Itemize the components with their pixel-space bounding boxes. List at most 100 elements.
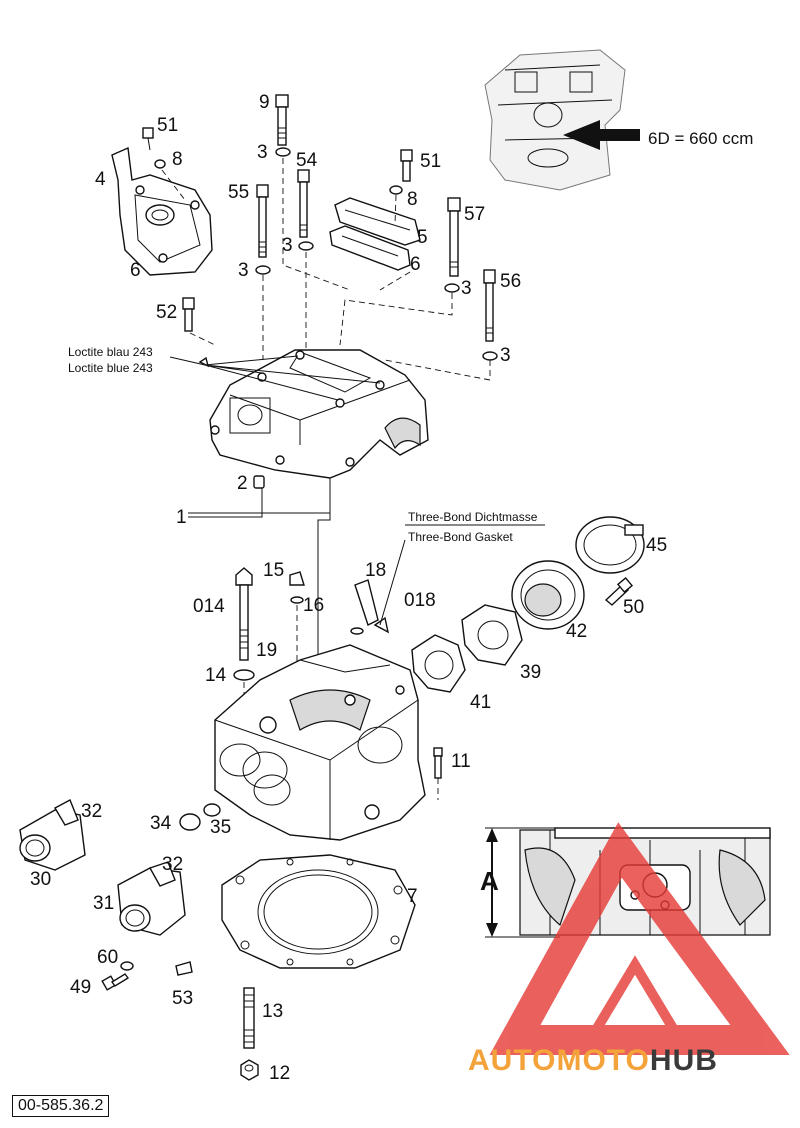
label-6b: 6 [410, 254, 421, 275]
label-6a: 6 [130, 260, 141, 281]
part-30-exhaust-flange [19, 809, 86, 871]
part-16-oring [290, 596, 304, 604]
part-42-rubber-flange [511, 560, 585, 630]
label-45: 45 [646, 535, 667, 556]
label-014: 014 [193, 596, 225, 617]
cylinder-head [214, 644, 426, 841]
brand-watermark: AUTOMOTOHUB [468, 1044, 718, 1078]
label-42: 42 [566, 621, 587, 642]
part-57-bolt [447, 197, 461, 277]
part-3-washer-d [444, 283, 460, 293]
label-14: 14 [205, 665, 227, 686]
part-34-plug [179, 813, 201, 831]
label-11: 11 [451, 751, 471, 772]
part-32-clip-a [54, 799, 79, 826]
brand-part1: AUTOMOTO [468, 1044, 650, 1077]
label-3c: 3 [238, 260, 249, 281]
label-56: 56 [500, 271, 521, 292]
loctite-en-note: Loctite blue 243 [68, 361, 153, 375]
label-35: 35 [210, 817, 231, 838]
brand-part2: HUB [649, 1044, 718, 1077]
part-18-guide [354, 579, 379, 626]
label-32b: 32 [162, 854, 183, 875]
part-50-screw [604, 576, 634, 606]
part-60-washer [120, 961, 134, 971]
part-49-screw [101, 973, 130, 991]
label-55: 55 [228, 182, 249, 203]
part-014-screw [235, 567, 253, 661]
label-4: 4 [95, 169, 106, 190]
part-51-bolt [142, 127, 154, 151]
label-54: 54 [296, 150, 318, 171]
engine-callout-text: 6D = 660 ccm [648, 129, 753, 148]
arrow-icon [563, 120, 640, 150]
label-3d: 3 [461, 278, 472, 299]
engine-thumbnail [484, 49, 626, 191]
part-6-gasket [329, 225, 411, 271]
part-8-washer [154, 159, 166, 169]
label-018: 018 [404, 590, 436, 611]
part-45-clamp [575, 516, 645, 574]
part-51-bolt-right [400, 149, 413, 182]
threebond-en-note: Three-Bond Gasket [408, 530, 513, 544]
label-34: 34 [150, 813, 172, 834]
part-3-washer-c [255, 265, 271, 275]
label-8a: 8 [172, 149, 183, 170]
dimension-arrow-icon [485, 827, 560, 938]
label-8b: 8 [407, 189, 418, 210]
part-3-washer-b [298, 241, 314, 251]
label-51b: 51 [420, 151, 441, 172]
label-7: 7 [407, 886, 418, 907]
label-39: 39 [520, 662, 541, 683]
dimension-label: A [480, 866, 499, 896]
part-3-washer-e [482, 351, 498, 361]
label-3e: 3 [500, 345, 511, 366]
part-4-cover [111, 146, 213, 276]
label-60: 60 [97, 947, 118, 968]
part-54-bolt [297, 169, 310, 238]
label-16: 16 [303, 595, 324, 616]
part-2-dowel [253, 475, 265, 489]
label-41: 41 [470, 692, 491, 713]
label-3a: 3 [257, 142, 268, 163]
label-15: 15 [263, 560, 284, 581]
label-18: 18 [365, 560, 386, 581]
label-50: 50 [623, 597, 644, 618]
part-39-spacer [461, 604, 523, 666]
part-31-exhaust-flange [117, 867, 186, 936]
label-53: 53 [172, 988, 193, 1009]
label-1: 1 [176, 507, 187, 528]
part-3-washer-a [275, 147, 291, 157]
label-49: 49 [70, 977, 91, 998]
part-8-washer-right [389, 185, 403, 195]
threebond-de-note: Three-Bond Dichtmasse [408, 510, 538, 524]
part-13-stud [243, 987, 255, 1049]
part-12-nut [240, 1059, 259, 1081]
label-19: 19 [256, 640, 277, 661]
part-55-bolt [256, 184, 269, 258]
part-9-bolt [275, 94, 289, 146]
part-56-bolt [483, 269, 496, 342]
label-5: 5 [417, 227, 428, 248]
label-30: 30 [30, 869, 51, 890]
label-12: 12 [269, 1063, 290, 1084]
part-018-seal [350, 616, 390, 635]
label-31: 31 [93, 893, 114, 914]
label-57: 57 [464, 204, 485, 225]
label-52: 52 [156, 302, 177, 323]
part-11-screw [433, 747, 443, 779]
label-51a: 51 [157, 115, 178, 136]
part-35-oring [203, 803, 221, 817]
part-5-cover [334, 197, 421, 246]
part-41-gasket [411, 634, 466, 693]
part-53-clip [175, 961, 193, 976]
part-52-bolt [182, 297, 195, 332]
part-7-head-gasket [221, 854, 416, 969]
label-9: 9 [259, 92, 270, 113]
watermark-logo [489, 822, 790, 1055]
part-32-clip-b [148, 861, 176, 887]
part-15-plug [289, 571, 305, 586]
label-13: 13 [262, 1001, 283, 1022]
part-14-washer [233, 669, 255, 681]
